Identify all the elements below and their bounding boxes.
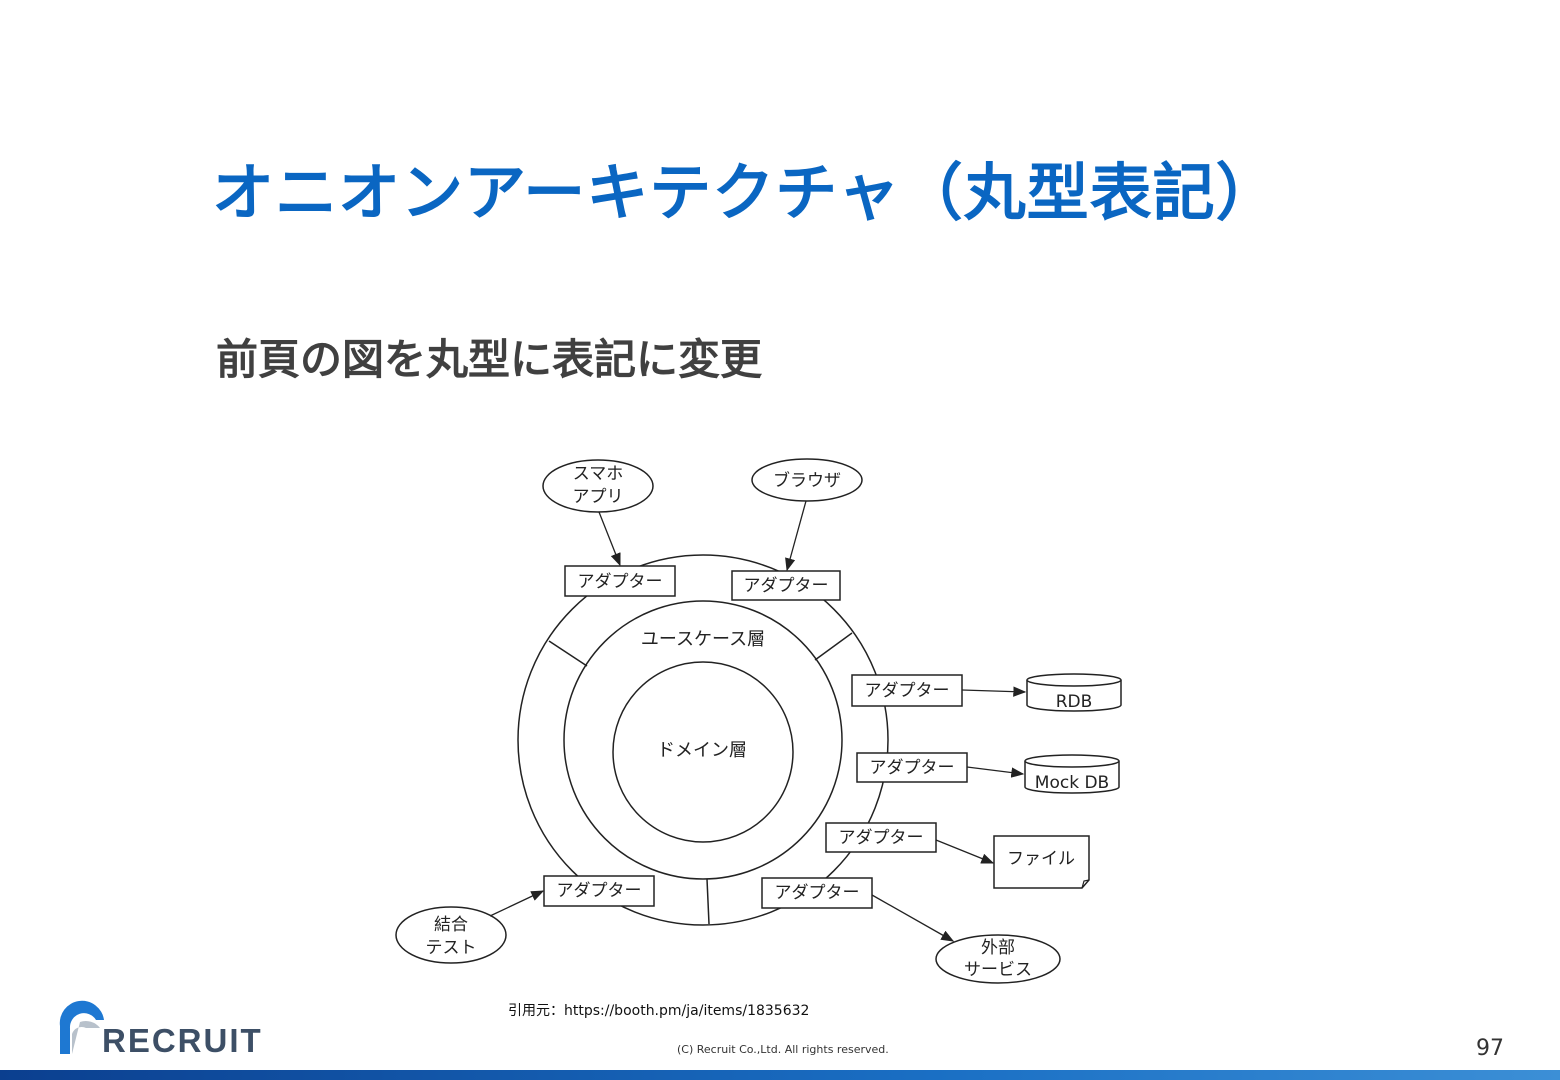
arrow-browser-to-adapter <box>785 500 807 572</box>
adapter-label: アダプター <box>557 881 642 901</box>
slide-title: オニオンアーキテクチャ（丸型表記） <box>212 156 1279 229</box>
ring-divider <box>814 632 853 661</box>
adapter-label: アダプター <box>775 883 860 903</box>
adapter-label: アダプター <box>865 681 950 701</box>
arrow-adapter-to-rdb <box>961 686 1027 697</box>
resource-external-service-label-2: サービス <box>964 960 1032 980</box>
copyright: (C) Recruit Co.,Ltd. All rights reserved… <box>677 1043 889 1056</box>
client-browser-label: ブラウザ <box>773 470 841 491</box>
client-smartphone-app <box>542 459 654 513</box>
resource-file-label: ファイル <box>1007 849 1075 869</box>
citation: 引用元：https://booth.pm/ja/items/1835632 <box>508 1003 810 1019</box>
client-integration-test-label-1: 結合 <box>434 915 468 935</box>
bottom-bar <box>0 1070 1560 1080</box>
adapter-external-service <box>761 877 873 909</box>
resource-rdb-label: RDB <box>1056 692 1093 712</box>
page-number: 97 <box>1476 1036 1504 1061</box>
adapter-label: アダプター <box>744 576 829 596</box>
outer-ring <box>517 554 889 926</box>
adapter-rdb <box>851 674 963 707</box>
arrow-integration-test-to-adapter <box>489 890 545 917</box>
recruit-logo: RECRUIT <box>56 1000 296 1060</box>
client-smartphone-label-1: スマホ <box>573 464 624 484</box>
logo-mark-icon <box>59 1000 104 1054</box>
resource-external-service <box>935 934 1061 984</box>
resource-rdb: RDB <box>1026 673 1122 712</box>
ring-divider <box>706 878 710 925</box>
client-integration-test-label-2: テスト <box>426 938 477 958</box>
adapter-mock-db <box>856 752 968 783</box>
ring-divider <box>548 640 588 667</box>
usecase-layer-label: ユースケース層 <box>641 629 765 650</box>
domain-circle <box>612 661 794 843</box>
resource-external-service-label-1: 外部 <box>981 938 1015 958</box>
arrow-adapter-to-mock-db <box>966 766 1025 778</box>
usecase-ring <box>563 600 843 880</box>
arrow-adapter-to-file <box>935 839 995 864</box>
resource-mock-db-label: Mock DB <box>1035 773 1109 793</box>
adapter-browser <box>731 570 841 601</box>
resource-mock-db: Mock DB <box>1024 754 1120 794</box>
logo-text: RECRUIT <box>102 1022 263 1059</box>
client-browser <box>751 458 863 502</box>
client-smartphone-label-2: アプリ <box>573 487 624 507</box>
adapter-label: アダプター <box>839 828 924 848</box>
arrow-adapter-to-external-service <box>871 894 955 942</box>
arrow-smartphone-to-adapter <box>598 511 621 567</box>
client-integration-test <box>395 906 507 964</box>
adapter-label: アダプター <box>870 758 955 778</box>
resource-file: ファイル <box>993 835 1090 889</box>
adapter-file <box>825 822 937 853</box>
adapter-integration-test <box>543 875 655 907</box>
domain-layer-label: ドメイン層 <box>657 740 747 761</box>
adapter-label: アダプター <box>578 572 663 592</box>
slide-subtitle: 前頁の図を丸型に表記に変更 <box>216 335 763 384</box>
